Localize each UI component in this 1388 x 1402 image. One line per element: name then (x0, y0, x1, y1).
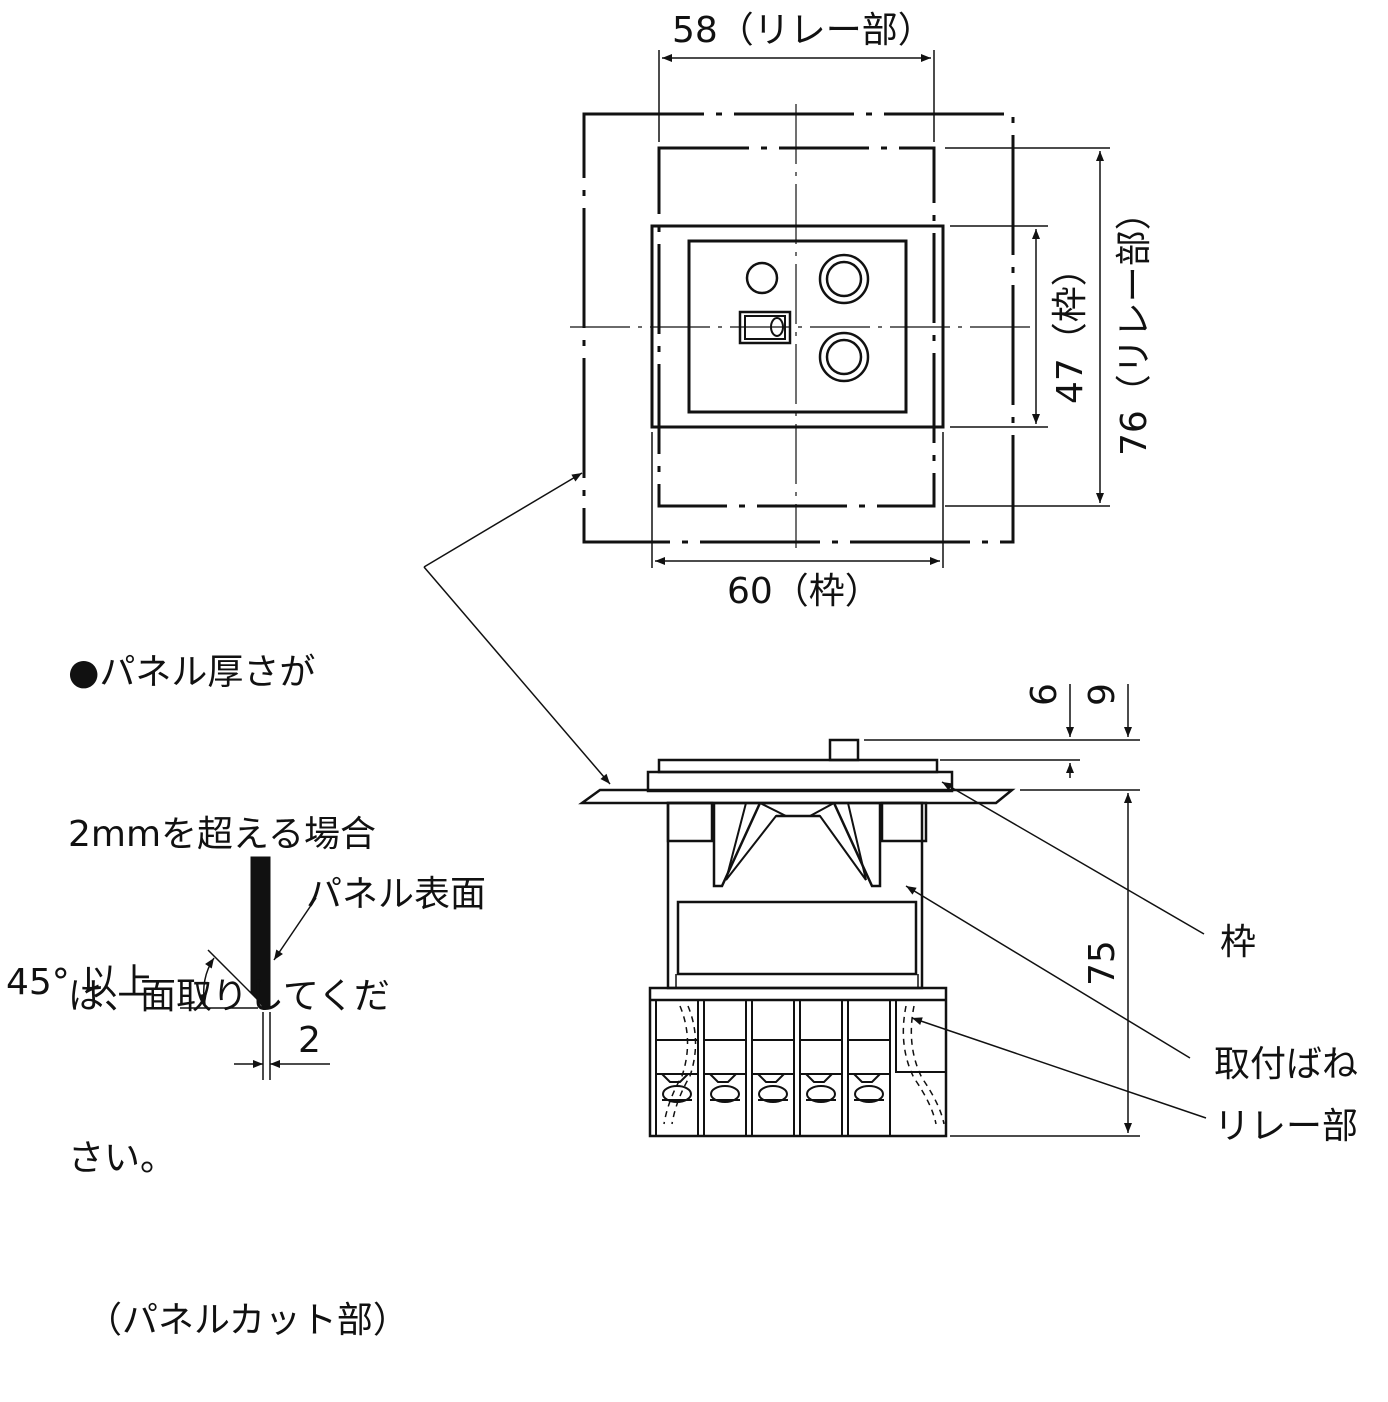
screw-clamp (655, 1039, 699, 1101)
note-leaders (423, 472, 611, 785)
spring-right-diag (809, 802, 835, 817)
terminal-top (818, 253, 870, 305)
terminal-slot-side (895, 999, 947, 1073)
panel-section-side (578, 788, 1016, 805)
terminal-bottom (818, 331, 870, 383)
dim-relay-height: 76（リレー部） (1114, 194, 1155, 456)
angle-arc (199, 957, 215, 1005)
thickness-label: 2 (298, 1020, 321, 1061)
right-clip (880, 801, 928, 843)
leader-to-panel-edge (423, 566, 611, 785)
hidden-spring-left-2 (671, 1005, 697, 1125)
dim-frame-width: 60（枠） (727, 571, 881, 612)
spring-label: 取付ばね (1214, 1044, 1358, 1085)
spring-left-diag (759, 802, 787, 817)
hidden-spring-right (902, 1005, 937, 1125)
dim-frame-height: 47（枠） (1050, 250, 1091, 404)
angle-label: 45° 以上 (6, 962, 153, 1003)
relay-label-window (676, 900, 918, 976)
screw-clamp (751, 1039, 795, 1101)
terminal-slot (799, 999, 843, 1137)
panel-note: ●パネル厚さが 2mmを超える場合 は、面取りしてくだ さい。 （パネルカット部… (68, 538, 409, 1402)
terminal-screws (655, 1039, 891, 1103)
relay-body (666, 801, 924, 990)
top-view (570, 50, 1110, 568)
relay-label: リレー部 (1214, 1106, 1358, 1147)
terminal-bottom-inner (825, 338, 863, 376)
note-line: は、面取りしてくだ (68, 976, 390, 1017)
terminal-top-inner (825, 260, 863, 298)
top-knob (828, 738, 860, 762)
angle-chamfer-line (207, 949, 257, 999)
screw-head (854, 1085, 884, 1103)
terminal-slot (751, 999, 795, 1137)
indicator-hole (745, 261, 779, 295)
spring-left-outer (712, 802, 762, 888)
left-clip (666, 801, 714, 843)
note-line: （パネルカット部） (86, 1300, 409, 1341)
surface-leader (273, 897, 317, 961)
screw-head (806, 1085, 836, 1103)
note-line: ●パネル厚さが (68, 652, 316, 693)
screw-clamp (847, 1039, 891, 1101)
dim-relay-width: 58（リレー部） (672, 10, 934, 51)
terminal-slot (703, 999, 747, 1137)
panel-surface-label: パネル表面 (306, 874, 486, 915)
leader-relay (911, 1017, 1207, 1119)
frame-body (646, 770, 954, 793)
screw-clamp (703, 1039, 747, 1101)
hidden-spring-right-2 (910, 1005, 945, 1125)
note-line: さい。 (68, 1138, 177, 1179)
leader-spring (905, 885, 1191, 1059)
dim-9-label: 9 (1082, 683, 1123, 706)
panel-cutout-diagram: 58（リレー部） 60（枠） 47（枠） 76（リレー部） パネル表面 45° … (6, 10, 1358, 1147)
dim-6-label: 6 (1024, 683, 1065, 706)
chamfer-detail (180, 856, 330, 1080)
screw-head (758, 1085, 788, 1103)
spring-right-outer (832, 802, 882, 888)
panel-section (250, 856, 271, 1008)
frame-top-plate (657, 758, 939, 774)
panel-outline (582, 112, 1015, 544)
note-line: 2mmを超える場合 (68, 814, 376, 855)
screw-clamp (799, 1039, 843, 1101)
terminal-slot (655, 999, 699, 1137)
terminal-slot (847, 999, 891, 1137)
side-view (578, 684, 1207, 1138)
spring-left-inner (725, 802, 867, 881)
hidden-spring-left (663, 1005, 689, 1125)
frame-label: 枠 (1220, 922, 1256, 963)
screw-head (710, 1085, 740, 1103)
leader-frame (941, 781, 1205, 935)
leader-to-top-view (423, 472, 583, 568)
dim-75-label: 75 (1082, 940, 1123, 986)
